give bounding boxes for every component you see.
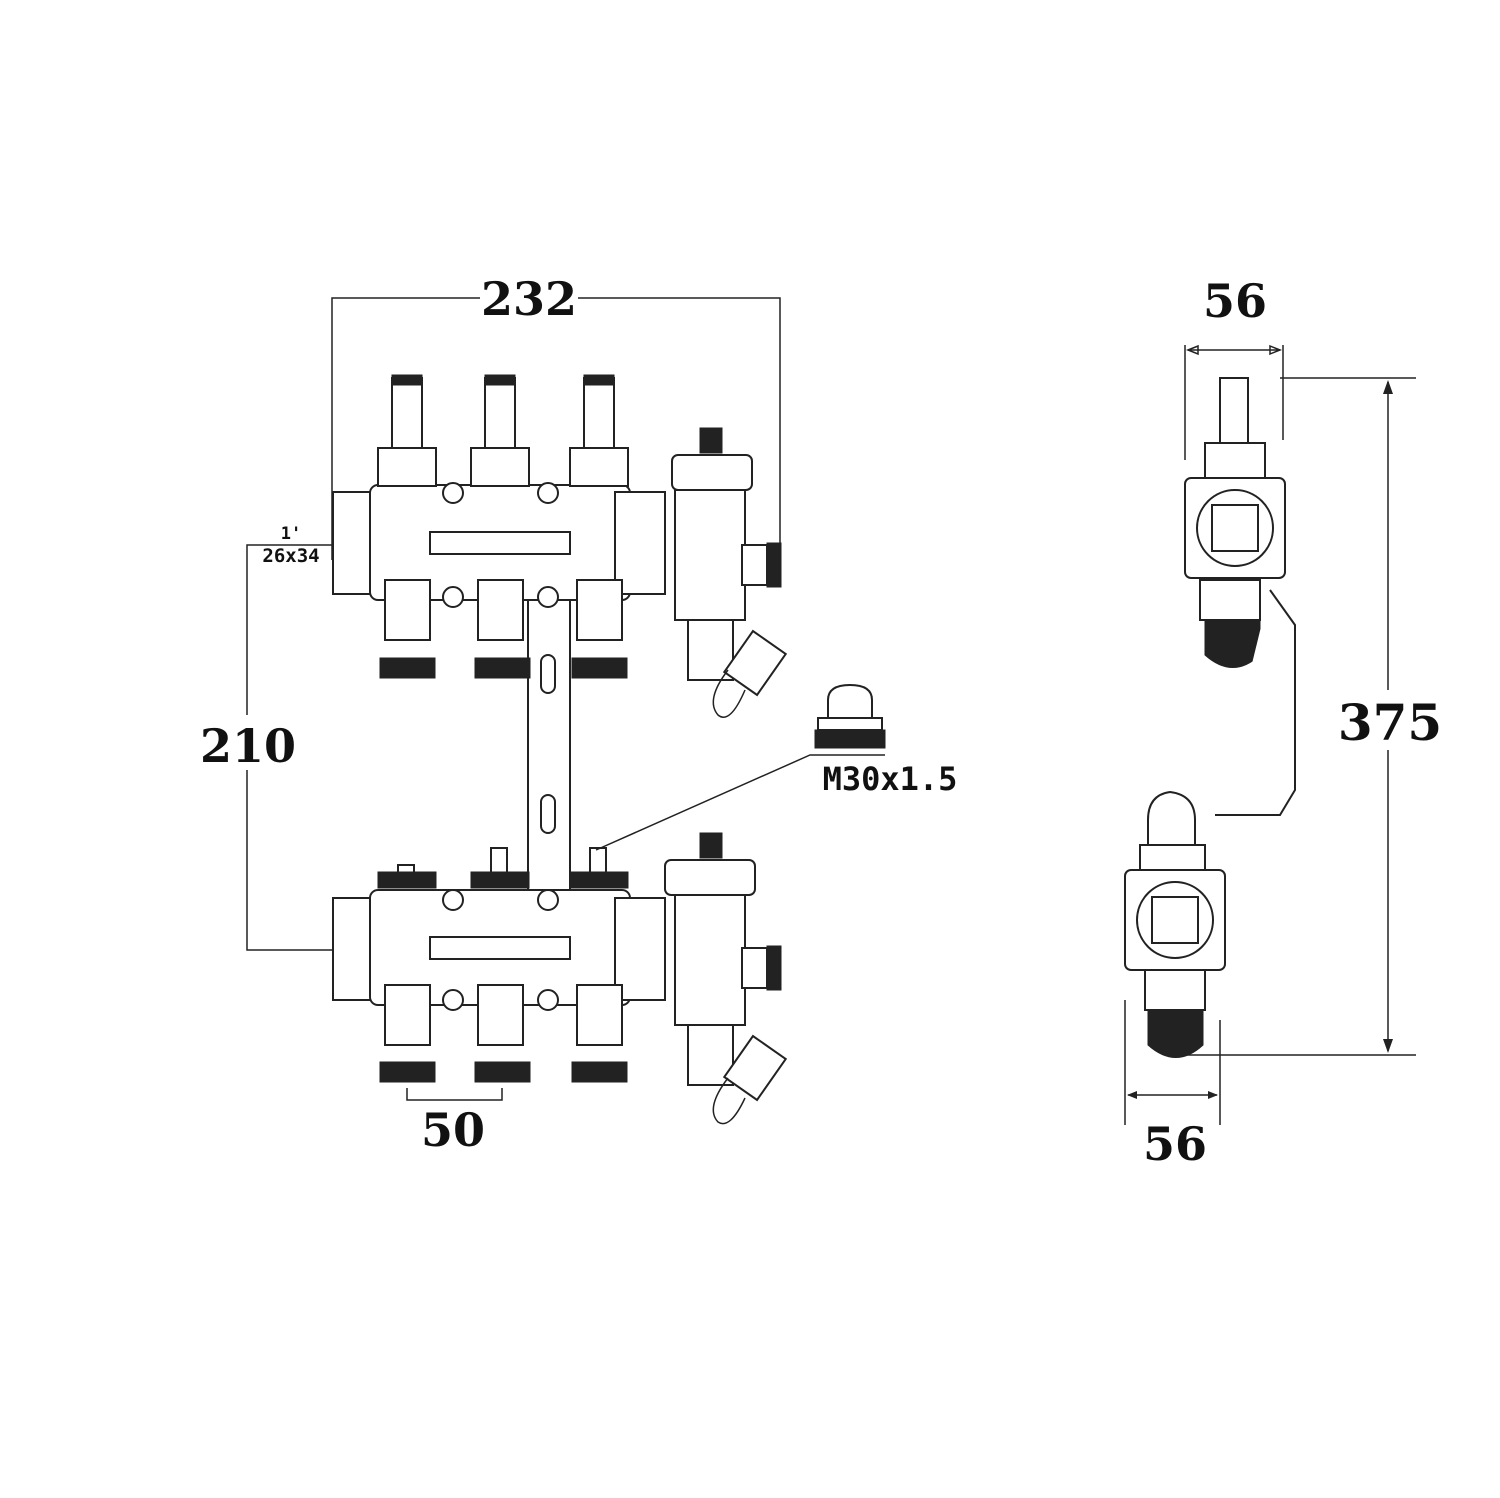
top-valve-1 [377, 374, 437, 679]
actuator-callout: M30x1.5 [595, 683, 958, 851]
actuator-cap-icon [827, 683, 873, 719]
dimension-232: 232 [331, 272, 781, 560]
dimension-210: 210 [195, 544, 332, 951]
inlet-size-label: 1' [281, 524, 301, 544]
top-manifold [332, 374, 788, 718]
side-bottom-depth-label: 56 [1143, 1117, 1207, 1171]
bottom-air-vent [664, 832, 788, 1125]
pitch-label: 50 [421, 1103, 485, 1157]
bottom-valve-2 [470, 847, 531, 1083]
side-top-depth-label: 56 [1203, 274, 1267, 328]
mounting-bracket [527, 599, 571, 891]
height-label: 210 [200, 719, 296, 773]
inlet-thread-label: 26x34 [262, 545, 319, 567]
actuator-thread-label: M30x1.5 [823, 760, 958, 798]
bottom-valve-3 [569, 847, 629, 1083]
width-label: 232 [481, 272, 577, 326]
top-valve-3 [569, 374, 629, 679]
bottom-valve-1 [377, 864, 437, 1083]
top-air-vent [671, 427, 788, 718]
dimension-50: 50 [406, 1088, 503, 1157]
bottom-manifold [332, 832, 788, 1125]
side-height-label: 375 [1338, 693, 1442, 752]
top-valve-2 [470, 374, 531, 679]
side-view: 56 375 56 [1124, 274, 1445, 1171]
